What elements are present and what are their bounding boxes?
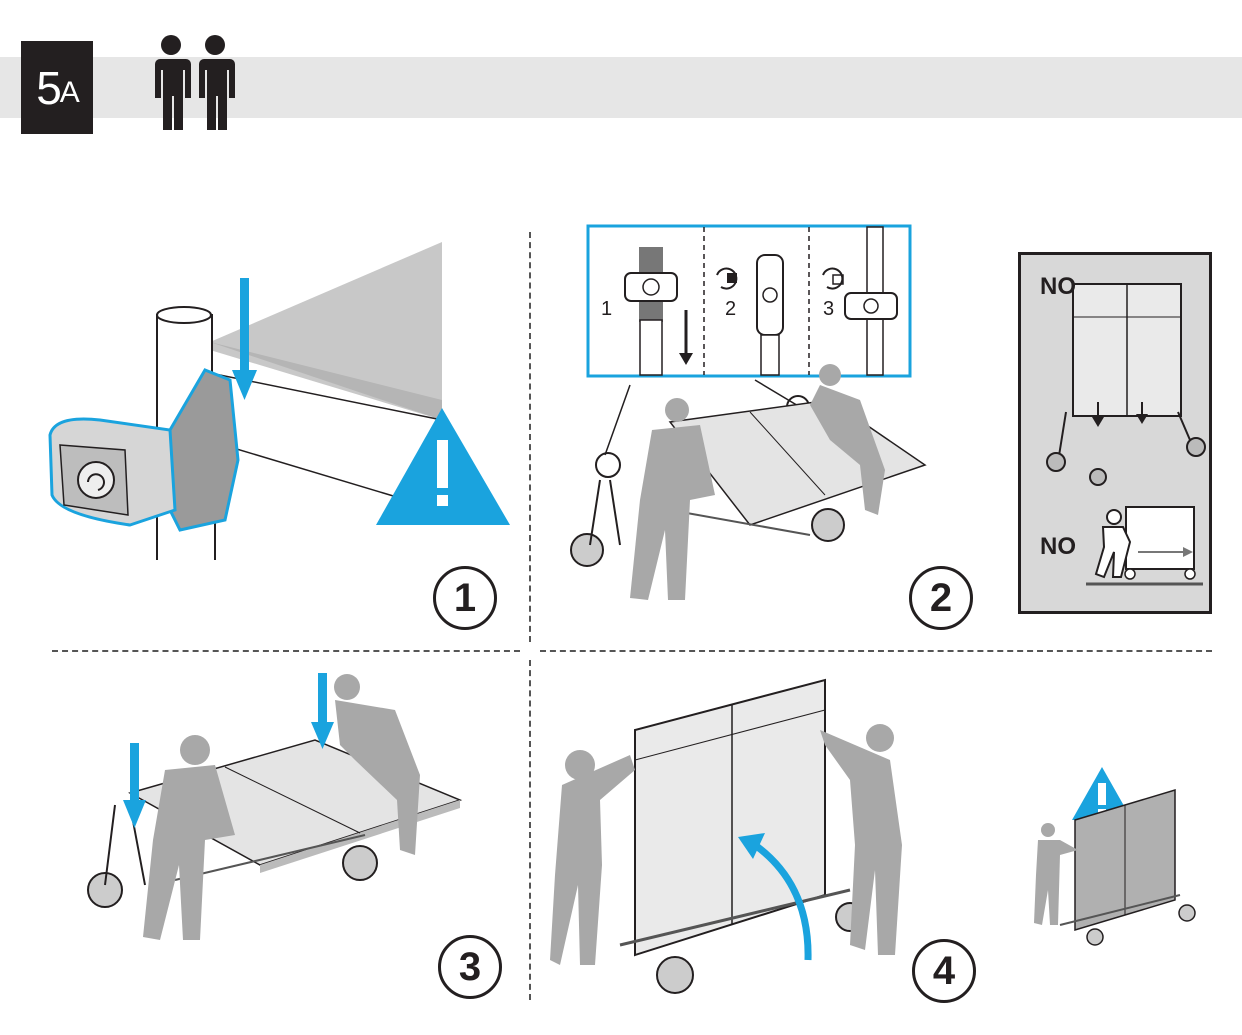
- step-number-1: 1: [433, 566, 497, 630]
- detail-step-3: 3: [823, 298, 835, 320]
- step-number-3: 3: [438, 935, 502, 999]
- step-number-4: 4: [912, 939, 976, 1003]
- panel-3-table-scene: [87, 673, 463, 940]
- panel-4-upright-scene: [550, 678, 902, 994]
- panel-4-inset-scene: [1034, 767, 1196, 946]
- panel-1-latch-illustration: [48, 242, 510, 560]
- panel-2-table-scene: [570, 364, 927, 600]
- detail-step-1: 1: [601, 298, 613, 320]
- two-persons-icon: [155, 35, 235, 130]
- step-letter: A: [59, 75, 80, 109]
- divider-vertical-bottom: [529, 660, 531, 1000]
- divider-horizontal-right: [540, 650, 1212, 652]
- detail-step-2: 2: [725, 298, 737, 320]
- no-label-top: NO: [1040, 273, 1076, 300]
- panel-2-detail-strip: [586, 224, 912, 378]
- step-number: 5: [36, 61, 62, 114]
- warning-box: [1018, 252, 1212, 614]
- no-label-bottom: NO: [1040, 533, 1076, 560]
- divider-horizontal-left: [52, 650, 520, 652]
- step-number-2: 2: [909, 566, 973, 630]
- divider-vertical-top: [529, 232, 531, 642]
